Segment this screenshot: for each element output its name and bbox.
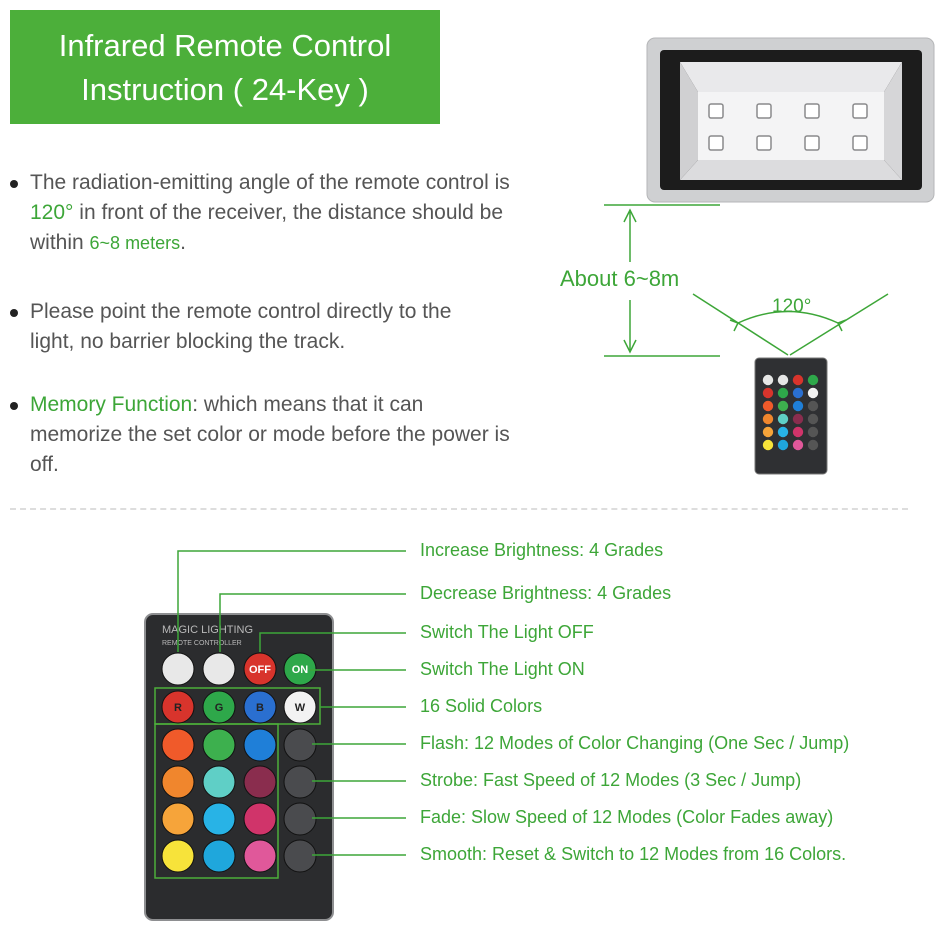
bullet-text: .: [180, 231, 186, 254]
small-remote-button: [777, 439, 789, 451]
distance-label: About 6~8m: [560, 266, 680, 291]
callout-label: Strobe: Fast Speed of 12 Modes (3 Sec / …: [420, 770, 802, 790]
section-divider: [10, 508, 908, 510]
remote-brand: MAGIC LIGHTING: [162, 624, 253, 636]
small-remote-button: [792, 439, 804, 451]
bullet-text: Please point the remote control directly…: [30, 300, 452, 353]
fade-button: [283, 802, 317, 836]
color-button: [202, 765, 236, 799]
callout-label: Decrease Brightness: 4 Grades: [420, 583, 672, 603]
small-remote-icon: [754, 357, 828, 475]
callout-leader-line: [177, 550, 406, 652]
small-remote-button: [807, 426, 819, 438]
small-remote-button: [762, 400, 774, 412]
red-button: R: [161, 690, 195, 724]
memory-label: Memory Function: [30, 393, 193, 416]
small-remote-button: [777, 400, 789, 412]
small-remote-button: [792, 400, 804, 412]
color-button: [243, 839, 277, 873]
small-remote-button: [777, 426, 789, 438]
flash-button: [283, 728, 317, 762]
color-button: [243, 765, 277, 799]
svg-text:OFF: OFF: [249, 664, 271, 676]
bullet-point-direct: Please point the remote control directly…: [10, 297, 500, 357]
off-button: OFF: [243, 652, 277, 686]
callout-label: Switch The Light ON: [420, 659, 585, 679]
blue-button: B: [243, 690, 277, 724]
small-remote-button: [777, 374, 789, 386]
color-button: [202, 839, 236, 873]
svg-text:G: G: [215, 702, 224, 714]
color-button: [161, 839, 195, 873]
bullet-text: : which means that it can memorize the s…: [30, 393, 510, 476]
svg-text:B: B: [256, 702, 264, 714]
small-remote-button: [777, 387, 789, 399]
color-button: [161, 728, 195, 762]
smooth-button: [283, 839, 317, 873]
color-button: [161, 765, 195, 799]
brightness-up-button: [161, 652, 195, 686]
small-remote-button: [762, 426, 774, 438]
bullet-dot-icon: [10, 402, 18, 410]
angle-label: 120°: [772, 296, 812, 317]
callout-label: Flash: 12 Modes of Color Changing (One S…: [420, 733, 850, 753]
remote-subtitle: REMOTE CONTROLLER: [162, 640, 242, 647]
callout-label: 16 Solid Colors: [420, 696, 543, 716]
callout-leader-lines: [177, 550, 406, 856]
small-remote-button: [777, 413, 789, 425]
bullet-dot-icon: [10, 309, 18, 317]
callout-label: Smooth: Reset & Switch to 12 Modes from …: [420, 844, 847, 864]
brightness-down-button: [202, 652, 236, 686]
callout-leader-line: [219, 593, 406, 652]
green-button: G: [202, 690, 236, 724]
small-remote-button: [807, 400, 819, 412]
color-button: [161, 802, 195, 836]
callout-leader-line: [259, 632, 406, 652]
remote-body: [144, 613, 334, 921]
bullet-memory: Memory Function: which means that it can…: [10, 390, 520, 480]
small-remote-button: [762, 439, 774, 451]
color-button: [202, 728, 236, 762]
color-button: [243, 728, 277, 762]
color-grid-box: [154, 723, 279, 879]
bullet-text: in front of the receiver, the distance s…: [30, 201, 504, 254]
svg-text:W: W: [295, 702, 306, 714]
svg-text:R: R: [174, 702, 182, 714]
color-button: [202, 802, 236, 836]
white-button: W: [283, 690, 317, 724]
small-remote-button: [762, 374, 774, 386]
bullet-dot-icon: [10, 180, 18, 188]
floodlight-icon: [646, 37, 935, 203]
small-remote-button: [807, 439, 819, 451]
distance-markers: [604, 204, 889, 357]
strobe-button: [283, 765, 317, 799]
callout-label: Increase Brightness: 4 Grades: [420, 540, 664, 560]
small-remote-button: [762, 387, 774, 399]
small-remote-button: [792, 387, 804, 399]
angle-value: 120°: [30, 201, 74, 224]
small-remote-button: [807, 374, 819, 386]
bullet-text: The radiation-emitting angle of the remo…: [30, 171, 510, 194]
title-line-2: Instruction ( 24-Key ): [81, 72, 369, 107]
small-remote-button: [807, 413, 819, 425]
small-remote-button: [792, 426, 804, 438]
title-banner: Infrared Remote Control Instruction ( 24…: [10, 10, 440, 124]
svg-text:ON: ON: [292, 664, 309, 676]
callout-label: Fade: Slow Speed of 12 Modes (Color Fade…: [420, 807, 834, 827]
callout-label: Switch The Light OFF: [420, 622, 594, 642]
on-button: ON: [283, 652, 317, 686]
distance-value: 6~8 meters: [89, 233, 181, 253]
small-remote-button: [792, 413, 804, 425]
bullet-angle-distance: The radiation-emitting angle of the remo…: [10, 168, 510, 258]
title-line-1: Infrared Remote Control: [58, 28, 392, 63]
color-button: [243, 802, 277, 836]
small-remote-button: [792, 374, 804, 386]
small-remote-button: [807, 387, 819, 399]
small-remote-button: [762, 413, 774, 425]
